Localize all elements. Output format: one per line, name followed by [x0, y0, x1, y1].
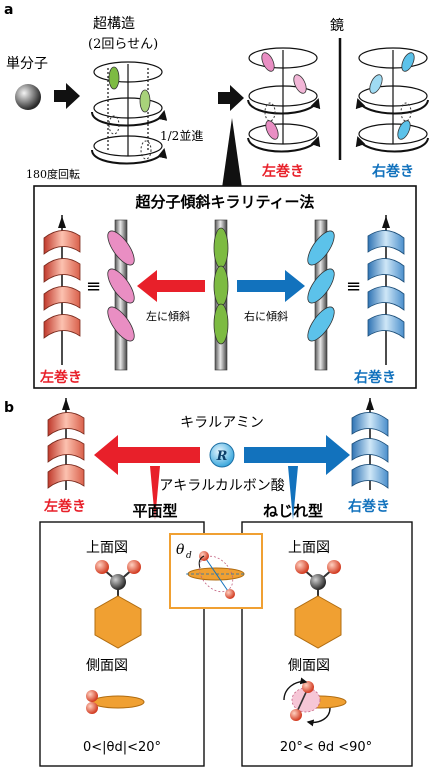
helix-left-b-icon	[47, 398, 85, 490]
side-view-left-label: 側面図	[86, 658, 128, 674]
theta-symbol: θ	[176, 542, 185, 558]
blue-molecule-1	[401, 52, 415, 72]
dashed-molecule-2	[140, 140, 152, 160]
twisted-type-label: ねじれ型	[263, 502, 323, 520]
range-twisted-label: 20°< θd <90°	[280, 740, 372, 755]
dashed-molecule-4	[400, 102, 412, 122]
dashed-molecule-3	[264, 102, 276, 122]
tilt-left-arrow	[137, 270, 205, 302]
molecule-side-view-right	[283, 677, 347, 727]
tilt-right-label: 右に傾斜	[244, 309, 288, 323]
tilt-left-label: 左に傾斜	[146, 309, 190, 323]
center-rod	[213, 219, 229, 371]
left-handed-b-label: 左巻き	[43, 498, 86, 515]
r-badge	[209, 442, 235, 468]
left-arrow-b	[94, 435, 200, 475]
mirror-label: 鏡	[330, 18, 344, 34]
planar-type-label: 平面型	[132, 502, 177, 520]
rotation-label: 180度回転	[26, 167, 80, 181]
right-handed-bottom-label: 右巻き	[353, 369, 396, 386]
twisted-box	[241, 521, 413, 767]
left-mirror-stack	[247, 47, 321, 153]
side-view-right-label: 側面図	[288, 658, 330, 674]
dashed-molecule-1	[108, 115, 120, 135]
panel-b-label: b	[4, 400, 14, 416]
half-translation-label: 1/2並進	[160, 129, 203, 143]
pink-molecule-2	[293, 74, 307, 94]
green-molecule-1	[108, 66, 120, 90]
green-molecule-2	[139, 89, 151, 113]
right-mirror-stack	[355, 47, 429, 153]
theta-inset: θ d	[176, 542, 246, 599]
molecule-side-view-left	[86, 690, 145, 714]
superstructure-stack	[91, 61, 168, 165]
right-handed-b-label: 右巻き	[347, 498, 390, 515]
range-planar-label: 0<|θd|<20°	[83, 740, 161, 755]
helix-right-b-icon	[351, 398, 389, 490]
left-handed-bottom-label: 左巻き	[39, 369, 82, 386]
left-helix-icon	[43, 215, 81, 365]
r-badge-label: R	[216, 449, 228, 464]
panel-a-label: a	[4, 2, 13, 18]
equiv-right: ≡	[346, 276, 361, 297]
superstructure-label: 超構造	[93, 16, 135, 32]
panel-a: a 単分子 超構造 (2回らせん) 1/2並進 180度回転 鏡	[4, 2, 429, 389]
achiral-acid-label: アキラルカルボン酸	[159, 478, 285, 494]
right-helix-icon	[367, 215, 405, 365]
left-rod	[107, 219, 135, 371]
theta-subscript: d	[186, 551, 192, 561]
arrow-to-mirror	[218, 85, 244, 111]
right-handed-label: 右巻き	[371, 163, 414, 180]
right-rod	[307, 219, 335, 371]
connector-red	[150, 466, 160, 520]
pink-molecule-3	[265, 120, 279, 140]
connector-blue	[288, 466, 298, 520]
top-view-right-label: 上面図	[288, 540, 330, 556]
blue-molecule-2	[369, 74, 383, 94]
right-arrow-b	[244, 435, 350, 475]
blue-molecule-3	[397, 120, 411, 140]
method-title: 超分子傾斜キラリティー法	[134, 193, 314, 211]
top-view-left-label: 上面図	[86, 540, 128, 556]
single-molecule-label: 単分子	[6, 56, 48, 72]
single-molecule-sphere	[15, 84, 41, 110]
equiv-left: ≡	[86, 276, 101, 297]
left-handed-label: 左巻き	[261, 163, 304, 180]
molecule-top-view-right	[294, 560, 342, 649]
panel-b: b キラルアミン R アキラルカルボン酸 左巻き 右巻き	[4, 398, 413, 767]
callout-pointer	[222, 118, 242, 188]
molecule-top-view-left	[94, 560, 142, 649]
pink-molecule-1	[261, 52, 275, 72]
chiral-amine-label: キラルアミン	[180, 415, 264, 431]
tilt-right-arrow	[237, 270, 305, 302]
double-helix-label: (2回らせん)	[88, 37, 158, 52]
arrow-to-superstructure	[54, 83, 80, 109]
